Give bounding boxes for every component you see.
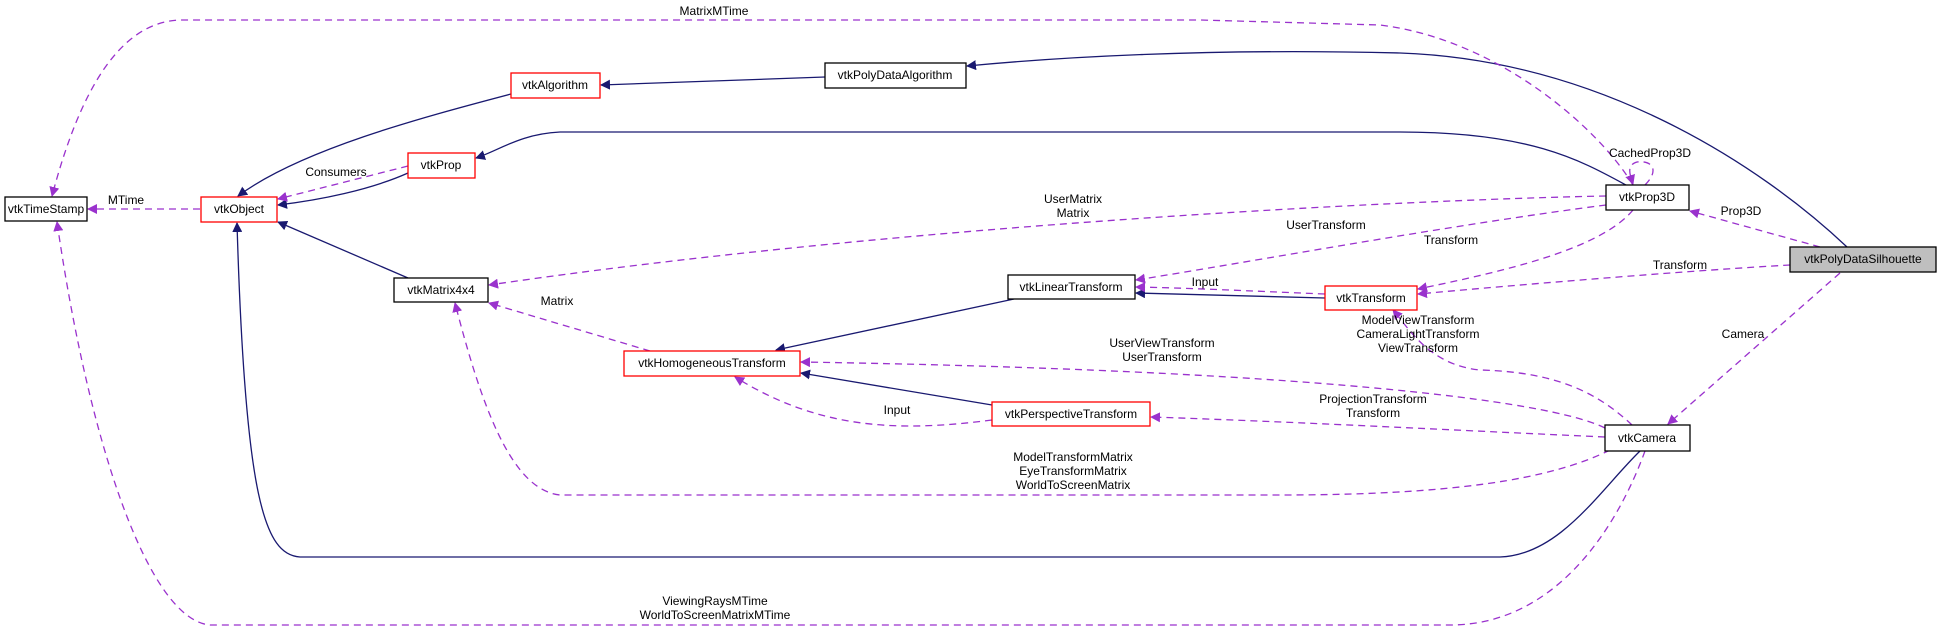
edge-transform-to-lineartransform — [1135, 288, 1326, 299]
label-user-transform-b: UserTransform — [1122, 350, 1202, 364]
node-vtktimestamp[interactable]: vtkTimeStamp — [4, 196, 88, 222]
label-user-matrix: UserMatrix — [1044, 192, 1102, 206]
edge-prop3d-to-transform — [1417, 209, 1634, 293]
node-vtktransform[interactable]: vtkTransform — [1324, 285, 1418, 311]
edge-camera-to-timestamp-mtimes — [53, 221, 1646, 626]
node-vtkpolydataalgorithm[interactable]: vtkPolyDataAlgorithm — [824, 62, 967, 89]
node-label: vtkHomogeneousTransform — [638, 356, 786, 370]
label-eye-transform-matrix: EyeTransformMatrix — [1019, 464, 1127, 478]
label-input-a: Input — [1192, 275, 1219, 289]
node-label: vtkMatrix4x4 — [407, 283, 475, 297]
edge-matrix4x4-to-object — [277, 220, 409, 279]
node-label: vtkProp — [421, 158, 462, 172]
node-vtklineartransform[interactable]: vtkLinearTransform — [1007, 274, 1136, 300]
label-projection-transform: ProjectionTransform — [1319, 392, 1427, 406]
edge-prop3d-self-cachedprop3d — [1625, 161, 1654, 186]
label-consumers: Consumers — [305, 165, 366, 179]
edge-silhouette-to-polydataalgorithm — [966, 51, 1848, 248]
edge-camera-to-object — [232, 222, 1641, 558]
edge-transform-to-lineartransform-input — [1135, 282, 1326, 295]
label-matrix-a: Matrix — [1057, 206, 1090, 220]
label-model-view-transform: ModelViewTransform — [1362, 313, 1475, 327]
node-label: vtkPolyDataSilhouette — [1804, 252, 1922, 266]
label-input-b: Input — [884, 403, 911, 417]
label-transform-b: Transform — [1653, 258, 1707, 272]
label-model-transform-matrix: ModelTransformMatrix — [1013, 450, 1133, 464]
node-label: vtkPerspectiveTransform — [1005, 407, 1137, 421]
node-vtkperspectivetransform[interactable]: vtkPerspectiveTransform — [991, 401, 1151, 427]
edge-camera-to-matrix4x4-matrices — [452, 302, 1611, 496]
label-view-transform: ViewTransform — [1378, 341, 1458, 355]
edge-silhouette-to-transform — [1417, 264, 1791, 299]
node-vtkcamera[interactable]: vtkCamera — [1604, 424, 1691, 452]
edge-prop3d-to-lineartransform — [1135, 204, 1607, 284]
edge-camera-to-homogeneous — [800, 357, 1606, 429]
edge-camera-to-perspective — [1150, 412, 1606, 438]
edge-prop3d-to-prop — [475, 131, 1627, 186]
edge-prop-to-object — [277, 172, 409, 209]
node-label: vtkCamera — [1618, 431, 1676, 445]
edge-prop3d-to-matrix4x4 — [488, 195, 1607, 289]
label-matrix-b: Matrix — [541, 294, 574, 308]
label-world-to-screen-matrix-mtime: WorldToScreenMatrixMTime — [640, 608, 791, 622]
node-vtkprop3d[interactable]: vtkProp3D — [1605, 184, 1690, 211]
label-prop3d: Prop3D — [1721, 204, 1762, 218]
label-viewing-rays-mtime: ViewingRaysMTime — [662, 594, 768, 608]
label-transform-a: Transform — [1424, 233, 1478, 247]
edge-homogeneous-to-matrix4x4 — [488, 300, 651, 352]
node-vtkalgorithm[interactable]: vtkAlgorithm — [510, 72, 601, 99]
edge-silhouette-to-camera — [1667, 272, 1841, 425]
label-world-to-screen-matrix: WorldToScreenMatrix — [1016, 478, 1130, 492]
edge-prop3d-to-timestamp-matrixmtime — [49, 19, 1634, 197]
node-label: vtkProp3D — [1619, 190, 1675, 204]
node-label: vtkTimeStamp — [8, 202, 85, 216]
node-label: vtkTransform — [1336, 291, 1406, 305]
edge-camera-to-transform — [1392, 309, 1633, 426]
label-camera: Camera — [1722, 327, 1765, 341]
edge-polydataalgorithm-to-algorithm — [600, 76, 826, 90]
label-transform-c: Transform — [1346, 406, 1400, 420]
label-user-transform: UserTransform — [1286, 218, 1366, 232]
node-vtkpolydatasilhouette[interactable]: vtkPolyDataSilhouette — [1789, 246, 1937, 273]
edge-lineartransform-to-homogeneous — [775, 298, 1015, 354]
edge-algorithm-to-object — [237, 93, 512, 197]
node-vtkmatrix4x4[interactable]: vtkMatrix4x4 — [393, 277, 489, 303]
edge-perspective-to-homogeneous-input — [734, 376, 993, 427]
label-camera-light-transform: CameraLightTransform — [1357, 327, 1480, 341]
node-label: vtkObject — [214, 202, 265, 216]
edge-silhouette-to-prop3d — [1689, 208, 1821, 248]
edge-prop-to-object-consumers — [277, 165, 409, 202]
node-vtkobject[interactable]: vtkObject — [200, 196, 278, 223]
node-label: vtkLinearTransform — [1020, 280, 1123, 294]
label-matrix-mtime: MatrixMTime — [680, 4, 749, 18]
node-label: vtkAlgorithm — [522, 78, 588, 92]
node-label: vtkPolyDataAlgorithm — [838, 68, 953, 82]
node-vtkhomogeneoustransform[interactable]: vtkHomogeneousTransform — [623, 350, 801, 377]
label-user-view-transform: UserViewTransform — [1109, 336, 1214, 350]
label-cached-prop3d: CachedProp3D — [1609, 146, 1691, 160]
label-mtime: MTime — [108, 193, 145, 207]
edge-perspective-to-homogeneous — [800, 369, 993, 406]
node-vtkprop[interactable]: vtkProp — [407, 152, 476, 179]
